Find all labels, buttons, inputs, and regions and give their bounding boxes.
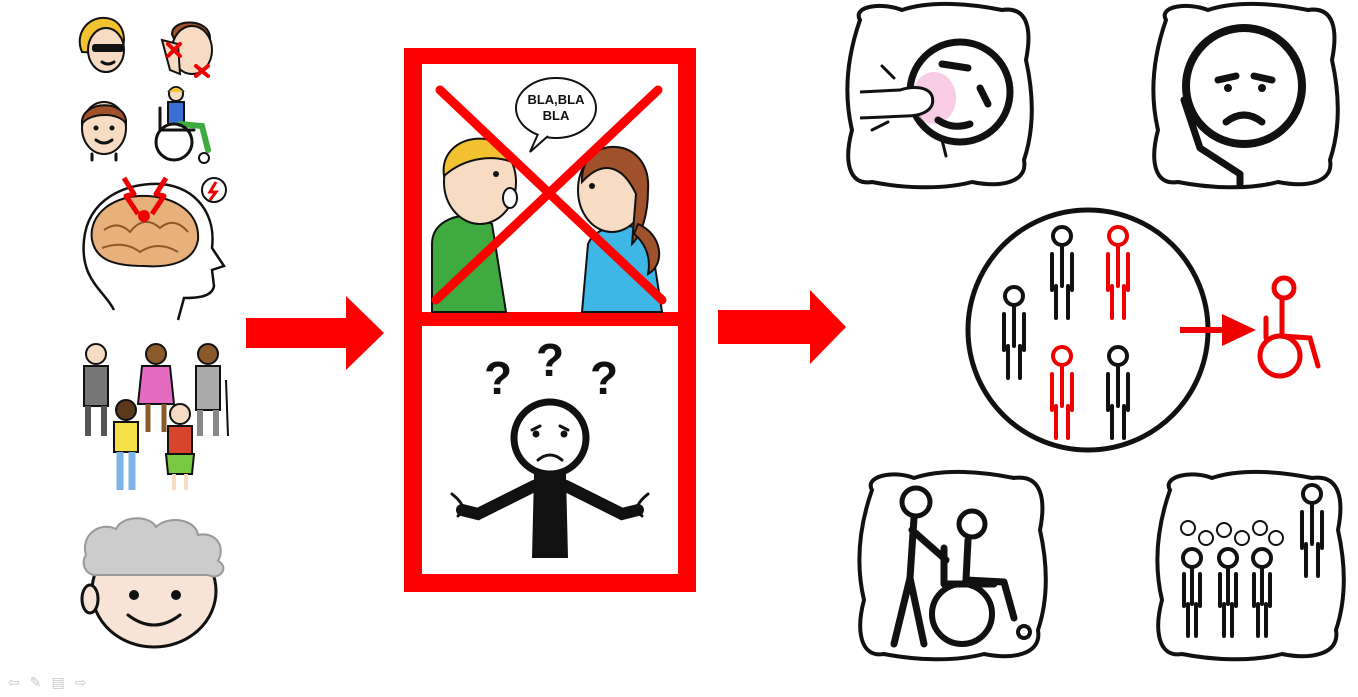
- question-mark-3: ?: [590, 352, 618, 404]
- previous-slide-icon[interactable]: ⇦: [8, 674, 20, 691]
- question-mark-1: ?: [484, 352, 512, 404]
- wheelchair-child-icon: [150, 86, 220, 166]
- boy-face-icon: [76, 94, 132, 160]
- next-slide-icon[interactable]: ⇨: [75, 674, 87, 691]
- pen-icon[interactable]: ✎: [30, 674, 42, 691]
- arrow-right-icon: [718, 290, 848, 364]
- slideshow-controls: ⇦ ✎ ▤ ⇨: [8, 674, 86, 691]
- speech-bubble-line2: BLA: [543, 108, 570, 123]
- exclusion-circle-icon: [966, 206, 1336, 456]
- center-panel: BLA,BLA BLA ? ? ?: [404, 48, 696, 592]
- deaf-person-icon: [154, 14, 220, 80]
- arrow-right-icon: [246, 296, 386, 370]
- lonely-person-icon: [1152, 468, 1348, 664]
- punch-icon: [842, 0, 1034, 190]
- cloudy-head-icon: [80, 515, 230, 645]
- person-with-sunglasses-icon: [70, 14, 134, 78]
- no-talking-icon: BLA,BLA BLA: [422, 64, 678, 312]
- brain-pain-icon: [74, 170, 234, 330]
- sad-thinking-icon: [1148, 0, 1340, 190]
- speech-bubble-line1: BLA,BLA: [527, 92, 585, 107]
- question-mark-2: ?: [536, 334, 564, 386]
- helper-wheelchair-icon: [854, 468, 1050, 664]
- confused-person-icon: ? ? ?: [422, 326, 678, 574]
- menu-icon[interactable]: ▤: [51, 674, 64, 691]
- diverse-people-icon: [76, 340, 236, 500]
